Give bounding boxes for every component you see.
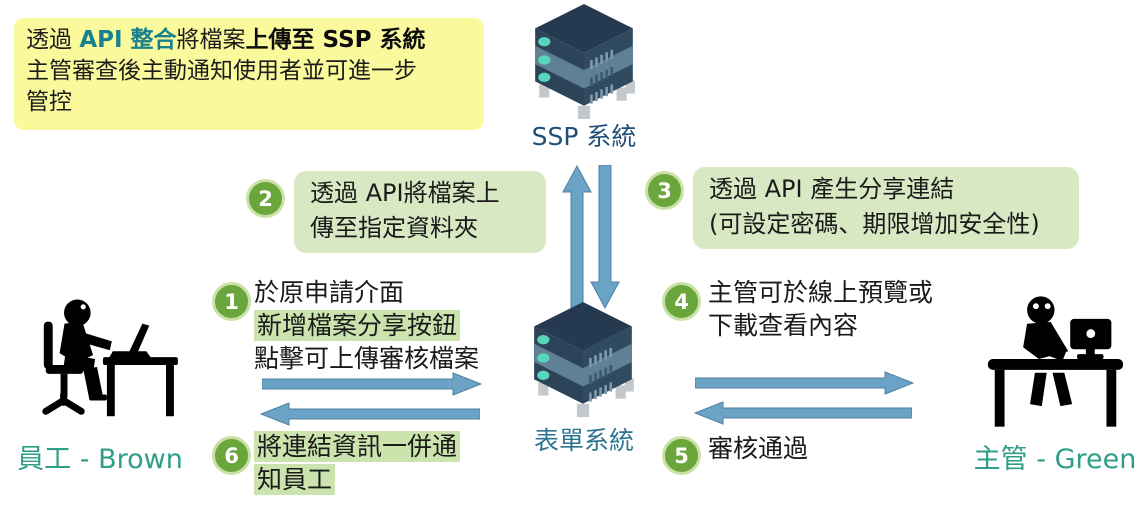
step-4-text: 主管可於線上預覽或 下載查看內容 (708, 276, 933, 342)
note-text: 透過 (26, 27, 80, 53)
step-1-badge: 1 (212, 282, 251, 321)
step-5-text: 審核通過 (708, 432, 808, 465)
form-server-label: 表單系統 (533, 426, 634, 455)
step-2-box: 透過 API將檔案上 傳至指定資料夾 (294, 171, 546, 253)
manager-label: 主管 - Green (973, 444, 1137, 475)
note-text-api-accent: API 整合 (79, 27, 177, 53)
step-2-line-1: 透過 API將檔案上 (310, 179, 500, 207)
step-3-line-1: 透過 API 產生分享連結 (709, 175, 955, 203)
step-6-line-1: 將連結資訊一併通 (254, 430, 461, 463)
step-1-line-1: 於原申請介面 (254, 278, 405, 307)
step-1-text: 於原申請介面 新增檔案分享按鈕 點擊可上傳審核檔案 (254, 276, 479, 375)
step-6-number: 6 (224, 443, 239, 468)
manager-desk-icon (982, 292, 1129, 432)
arrow-left-icon (694, 401, 912, 425)
step-3-line-2: (可設定密碼、期限增加安全性) (709, 210, 1040, 238)
note-line-3: 管控 (26, 89, 72, 115)
step-6-badge: 6 (212, 436, 251, 475)
note-text-bold: 上傳至 SSP 系統 (245, 27, 426, 53)
step-2-badge: 2 (246, 179, 285, 218)
step-5-number: 5 (674, 443, 689, 468)
arrow-right-icon (695, 371, 914, 395)
arrow-left-icon (260, 402, 480, 426)
form-server-icon (526, 302, 640, 418)
step-3-number: 3 (657, 178, 672, 203)
arrow-right-icon (262, 372, 482, 396)
employee-label: 員工 - Brown (17, 444, 183, 475)
step-1-number: 1 (224, 289, 239, 314)
step-5-badge: 5 (662, 436, 701, 475)
step-5-line-1: 審核通過 (708, 434, 809, 463)
step-1-highlight: 新增檔案分享按鈕 (254, 310, 461, 341)
ssp-server-label: SSP 系統 (531, 122, 637, 151)
step-1-line-3: 點擊可上傳審核檔案 (254, 344, 480, 373)
step-3-box: 透過 API 產生分享連結 (可設定密碼、期限增加安全性) (693, 167, 1079, 249)
summary-note: 透過 API 整合將檔案上傳至 SSP 系統 主管審查後主動通知使用者並可進一步… (14, 18, 484, 130)
step-4-badge: 4 (662, 282, 701, 321)
step-4-number: 4 (674, 289, 689, 314)
step-2-number: 2 (258, 186, 273, 211)
note-text: 將檔案 (176, 27, 246, 53)
step-1-line-2: 新增檔案分享按鈕 (254, 309, 479, 342)
step-6-highlight: 知員工 (254, 464, 336, 495)
step-4-line-1: 主管可於線上預覽或 (708, 278, 934, 307)
note-line-1: 透過 API 整合將檔案上傳至 SSP 系統 (26, 25, 472, 56)
step-4-line-2: 下載查看內容 (708, 311, 859, 340)
step-6-text: 將連結資訊一併通 知員工 (254, 430, 461, 496)
arrow-down-icon (590, 165, 620, 309)
note-line-2: 主管審查後主動通知使用者並可進一步 (26, 58, 417, 84)
employee-desk-icon (18, 296, 181, 432)
arrow-up-icon (562, 165, 592, 309)
step-3-badge: 3 (645, 171, 684, 210)
step-2-line-2: 傳至指定資料夾 (310, 214, 478, 242)
step-6-line-2: 知員工 (254, 463, 460, 496)
ssp-server-icon (527, 4, 641, 120)
step-6-highlight: 將連結資訊一併通 (254, 431, 461, 462)
